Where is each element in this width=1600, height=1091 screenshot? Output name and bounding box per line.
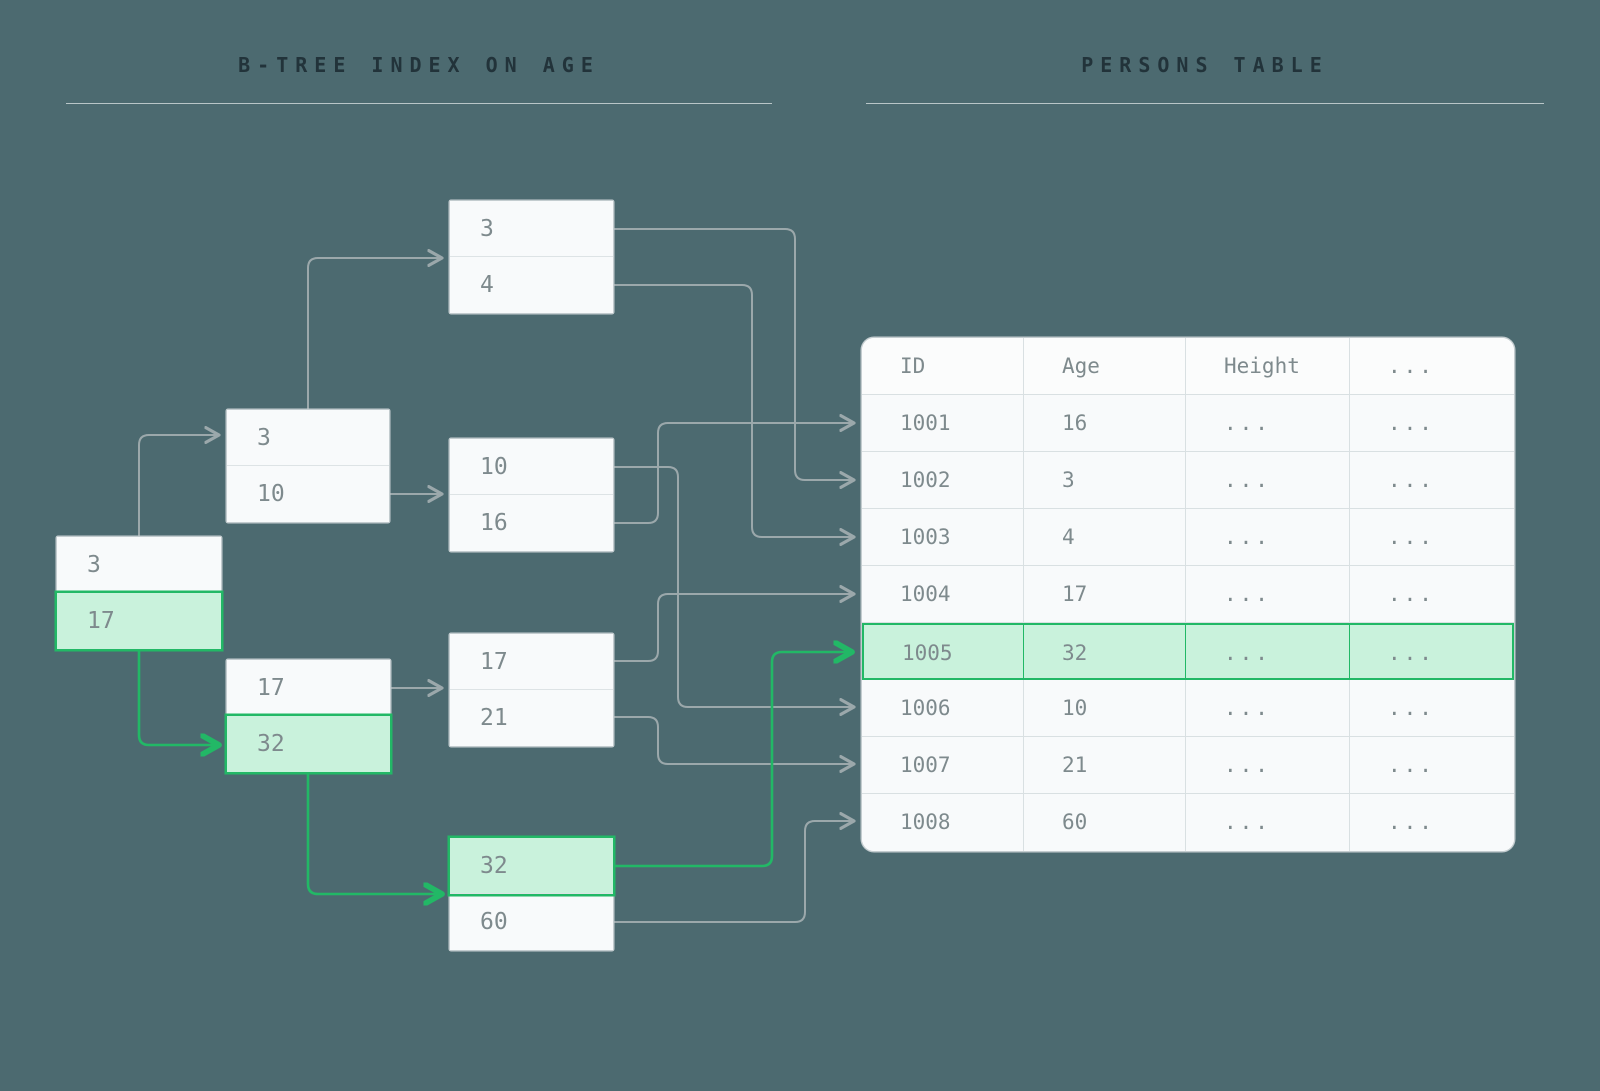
table-header-row: ID Age Height ... bbox=[862, 338, 1514, 395]
cell-id: 1006 bbox=[862, 680, 1024, 737]
cell-height: ... bbox=[1186, 509, 1350, 566]
table-row[interactable]: 1007 21 ... ... bbox=[862, 737, 1514, 794]
index-section-title: B-TREE INDEX ON AGE bbox=[66, 53, 772, 104]
table-row[interactable]: 1008 60 ... ... bbox=[862, 794, 1514, 851]
column-header-age: Age bbox=[1024, 338, 1186, 395]
btree-cell[interactable]: 10 bbox=[227, 466, 389, 522]
btree-cell-highlighted[interactable]: 17 bbox=[57, 593, 221, 649]
cell-more: ... bbox=[1350, 737, 1514, 794]
cell-height: ... bbox=[1186, 566, 1350, 623]
cell-age: 60 bbox=[1024, 794, 1186, 851]
column-header-id: ID bbox=[862, 338, 1024, 395]
btree-node-leaf-3[interactable]: 17 21 bbox=[450, 634, 613, 746]
btree-node-root[interactable]: 3 17 bbox=[57, 537, 221, 649]
cell-height: ... bbox=[1186, 452, 1350, 509]
cell-id: 1002 bbox=[862, 452, 1024, 509]
table-section-title: PERSONS TABLE bbox=[866, 53, 1544, 104]
btree-cell[interactable]: 60 bbox=[450, 894, 613, 950]
btree-cell[interactable]: 17 bbox=[227, 660, 390, 716]
btree-cell-highlighted[interactable]: 32 bbox=[227, 716, 390, 772]
btree-cell[interactable]: 21 bbox=[450, 690, 613, 746]
btree-cell[interactable]: 17 bbox=[450, 634, 613, 690]
cell-more: ... bbox=[1350, 509, 1514, 566]
cell-height: ... bbox=[1186, 737, 1350, 794]
btree-cell[interactable]: 10 bbox=[450, 439, 613, 495]
table-row[interactable]: 1004 17 ... ... bbox=[862, 566, 1514, 623]
cell-more: ... bbox=[1350, 566, 1514, 623]
btree-node-internal-1[interactable]: 3 10 bbox=[227, 410, 389, 522]
cell-id: 1004 bbox=[862, 566, 1024, 623]
btree-node-leaf-4[interactable]: 32 60 bbox=[450, 838, 613, 950]
cell-more: ... bbox=[1350, 395, 1514, 452]
btree-cell-highlighted[interactable]: 32 bbox=[450, 838, 613, 894]
table-row[interactable]: 1006 10 ... ... bbox=[862, 680, 1514, 737]
cell-more: ... bbox=[1350, 452, 1514, 509]
table-row[interactable]: 1003 4 ... ... bbox=[862, 509, 1514, 566]
cell-age: 32 bbox=[1024, 623, 1186, 680]
btree-cell[interactable]: 16 bbox=[450, 495, 613, 551]
btree-cell[interactable]: 3 bbox=[450, 201, 613, 257]
column-header-more: ... bbox=[1350, 338, 1514, 395]
cell-age: 3 bbox=[1024, 452, 1186, 509]
table-row[interactable]: 1002 3 ... ... bbox=[862, 452, 1514, 509]
cell-more: ... bbox=[1350, 680, 1514, 737]
btree-node-internal-2[interactable]: 17 32 bbox=[227, 660, 390, 772]
cell-id: 1005 bbox=[862, 623, 1024, 680]
cell-age: 21 bbox=[1024, 737, 1186, 794]
cell-age: 17 bbox=[1024, 566, 1186, 623]
cell-height: ... bbox=[1186, 623, 1350, 680]
cell-height: ... bbox=[1186, 395, 1350, 452]
cell-age: 16 bbox=[1024, 395, 1186, 452]
column-header-height: Height bbox=[1186, 338, 1350, 395]
cell-height: ... bbox=[1186, 680, 1350, 737]
cell-age: 10 bbox=[1024, 680, 1186, 737]
cell-id: 1008 bbox=[862, 794, 1024, 851]
table-row[interactable]: 1001 16 ... ... bbox=[862, 395, 1514, 452]
btree-node-leaf-1[interactable]: 3 4 bbox=[450, 201, 613, 313]
table-row-highlighted[interactable]: 1005 32 ... ... bbox=[862, 623, 1514, 680]
cell-more: ... bbox=[1350, 794, 1514, 851]
cell-age: 4 bbox=[1024, 509, 1186, 566]
cell-height: ... bbox=[1186, 794, 1350, 851]
cell-id: 1007 bbox=[862, 737, 1024, 794]
btree-cell[interactable]: 3 bbox=[57, 537, 221, 593]
btree-cell[interactable]: 4 bbox=[450, 257, 613, 313]
cell-more: ... bbox=[1350, 623, 1514, 680]
btree-node-leaf-2[interactable]: 10 16 bbox=[450, 439, 613, 551]
persons-table: ID Age Height ... 1001 16 ... ... 1002 3… bbox=[862, 338, 1514, 851]
cell-id: 1001 bbox=[862, 395, 1024, 452]
btree-cell[interactable]: 3 bbox=[227, 410, 389, 466]
cell-id: 1003 bbox=[862, 509, 1024, 566]
